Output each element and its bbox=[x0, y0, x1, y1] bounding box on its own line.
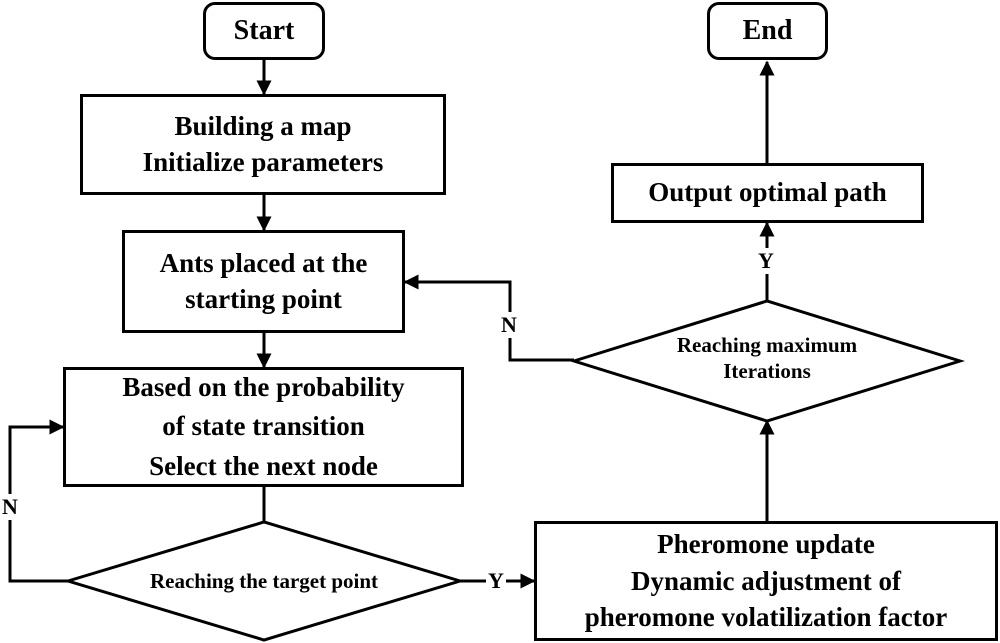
ants-placed-line-1: Ants placed at the bbox=[159, 248, 368, 279]
pheromone-line-1: Pheromone update bbox=[657, 529, 875, 560]
select-node-line-2: of state transition bbox=[162, 411, 365, 442]
pheromone-line-2: Dynamic adjustment of bbox=[631, 565, 901, 596]
select-node-line-1: Based on the probability bbox=[122, 372, 405, 403]
ants-placed-line-2: starting point bbox=[185, 283, 342, 314]
select-node-line-3: Select the next node bbox=[149, 450, 378, 481]
diamond-reach-max bbox=[568, 299, 966, 423]
reach-max-line-2: Iterations bbox=[723, 359, 811, 384]
arrow-max-no bbox=[403, 274, 574, 362]
output-node: Output optimal path bbox=[611, 163, 924, 223]
build-map-line-2: Initialize parameters bbox=[142, 146, 384, 177]
pheromone-node: Pheromone update Dynamic adjustment of p… bbox=[534, 521, 998, 641]
edge-label-target-yes: Y bbox=[486, 568, 506, 594]
build-map-line-1: Building a map bbox=[174, 111, 352, 142]
ants-placed-node: Ants placed at the starting point bbox=[122, 230, 405, 333]
select-node-node: Based on the probability of state transi… bbox=[63, 367, 464, 487]
end-node: End bbox=[707, 2, 828, 60]
start-label: Start bbox=[233, 14, 295, 46]
reach-max-line-1: Reaching maximum bbox=[676, 333, 858, 357]
start-node: Start bbox=[203, 2, 325, 60]
reach-max-label: Reaching maximum Iterations bbox=[617, 332, 917, 385]
edge-label-max-yes: Y bbox=[756, 248, 776, 274]
edge-label-target-no: N bbox=[0, 494, 20, 520]
edge-label-max-no: N bbox=[499, 312, 519, 338]
build-map-node: Building a map Initialize parameters bbox=[80, 94, 446, 195]
end-label: End bbox=[742, 14, 793, 46]
pheromone-line-3: pheromone volatilization factor bbox=[584, 602, 948, 633]
reach-target-label: Reaching the target point bbox=[149, 569, 379, 593]
output-label: Output optimal path bbox=[648, 177, 887, 208]
diamond-reach-target bbox=[62, 520, 466, 642]
